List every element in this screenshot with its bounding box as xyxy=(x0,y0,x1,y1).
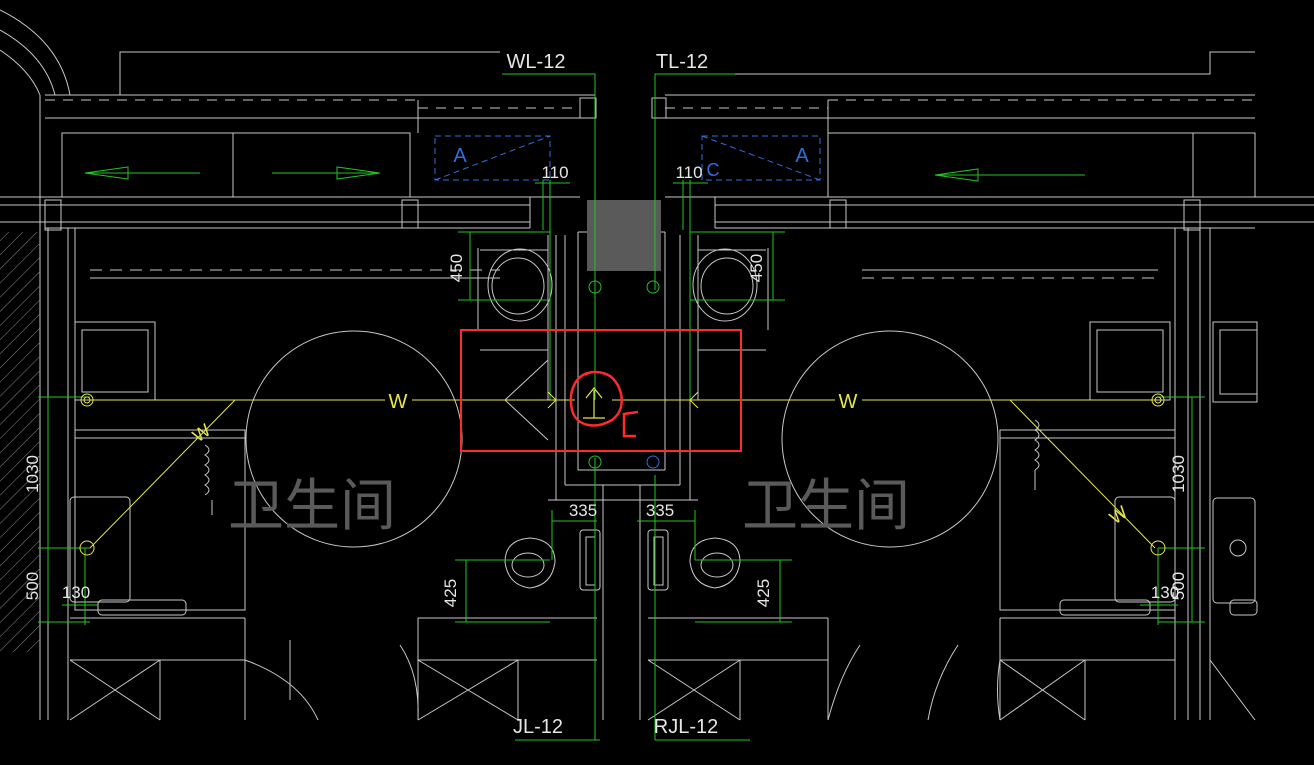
red-markup-rectangle xyxy=(460,329,742,452)
dim-bottom-right: 500 xyxy=(1169,572,1188,600)
room-label-left-a: 卫生间 xyxy=(228,474,396,537)
filled-shaft-block xyxy=(587,200,661,271)
dim-vert-left: 1030 xyxy=(23,455,42,493)
riser-circle-tl xyxy=(646,280,660,294)
pipe-label-left-w: W xyxy=(389,391,408,413)
dim-small-right: 130 xyxy=(1151,583,1179,602)
riser-label-tl: TL-12 xyxy=(656,51,708,73)
up-arrow-symbol xyxy=(583,387,605,419)
riser-label-rjl: RJL-12 xyxy=(654,716,718,738)
dim-toilet-left: 425 xyxy=(441,579,460,607)
riser-label-jl: JL-12 xyxy=(513,716,563,738)
dim-vert-right: 1030 xyxy=(1169,455,1188,493)
window-tag-right-c: C xyxy=(707,160,720,180)
red-markup-bracket xyxy=(622,410,639,438)
riser-label-wl: WL-12 xyxy=(507,51,566,73)
window-blocks xyxy=(434,135,821,181)
dim-top-left: 110 xyxy=(541,163,568,182)
dim-toilet-right: 425 xyxy=(754,579,773,607)
window-tag-right-a: A xyxy=(795,145,809,167)
dimension-lines xyxy=(38,73,1205,741)
dim-basin-right: 450 xyxy=(747,254,766,282)
pipe-label-right-w: W xyxy=(839,391,858,413)
red-markup-circle xyxy=(569,370,623,427)
riser-circle-wl xyxy=(588,280,602,294)
drainage-pipe xyxy=(79,391,1166,556)
dim-mid-left: 335 xyxy=(569,501,597,520)
architecture-walls xyxy=(0,9,1314,721)
riser-circle-jl xyxy=(588,455,602,469)
window-tag-left: A xyxy=(453,145,467,167)
dim-small-left: 130 xyxy=(62,583,90,602)
room-label-right-a: 卫生间 xyxy=(742,474,910,537)
dim-basin-left: 450 xyxy=(447,254,466,282)
dim-top-right: 110 xyxy=(675,163,702,182)
hatched-wall xyxy=(0,232,40,652)
room-marker-circle-right xyxy=(781,330,999,548)
dim-bottom-left: 500 xyxy=(23,572,42,600)
riser-circle-rjl xyxy=(646,455,660,469)
dim-mid-right: 335 xyxy=(646,501,674,520)
